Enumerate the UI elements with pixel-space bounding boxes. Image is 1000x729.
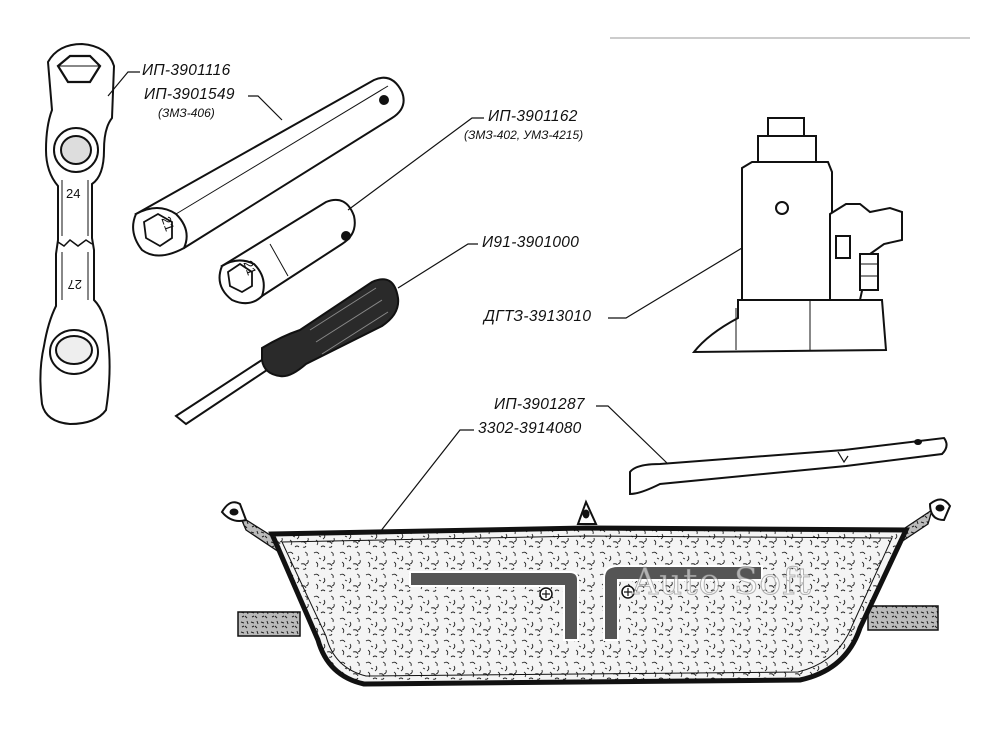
- socket-head: [218, 198, 356, 305]
- leader-wrench: [107, 71, 140, 97]
- wrench-marking-24: 24: [66, 186, 80, 201]
- leader-screwdriver: [397, 243, 478, 289]
- tool-bag: [220, 498, 952, 687]
- label-tube-wrench-note: (ЗМЗ-406): [158, 106, 215, 120]
- label-socket-note: (ЗМЗ-402, УМЗ-4215): [464, 128, 584, 142]
- screwdriver: [174, 278, 400, 426]
- tube-wrench: [132, 76, 405, 257]
- socket-marking: 21: [240, 258, 259, 277]
- label-screwdriver-code: И91-3901000: [482, 234, 580, 251]
- leader-socket: [347, 117, 484, 211]
- label-bag-code: 3302-3914080: [478, 420, 582, 437]
- lever-bar: [629, 436, 948, 496]
- leader-tube-wrench: [248, 95, 283, 121]
- label-wrench-code: ИП-3901116: [142, 62, 231, 79]
- label-socket-code: ИП-3901162: [488, 108, 578, 125]
- leader-lever: [596, 405, 669, 465]
- box-wrench: [39, 42, 116, 426]
- watermark: Auto Soft: [632, 562, 812, 604]
- tube-wrench-marking: 21: [158, 214, 177, 233]
- wrench-marking-27: 27: [68, 277, 82, 292]
- label-lever-code: ИП-3901287: [494, 396, 585, 413]
- label-tube-wrench-code: ИП-3901549: [144, 86, 235, 103]
- hydraulic-jack: [691, 117, 903, 354]
- leader-jack: [608, 247, 743, 319]
- label-jack-code: ДГТЗ-3913010: [484, 308, 592, 325]
- leader-lines: [107, 71, 743, 533]
- leader-bag: [379, 429, 474, 533]
